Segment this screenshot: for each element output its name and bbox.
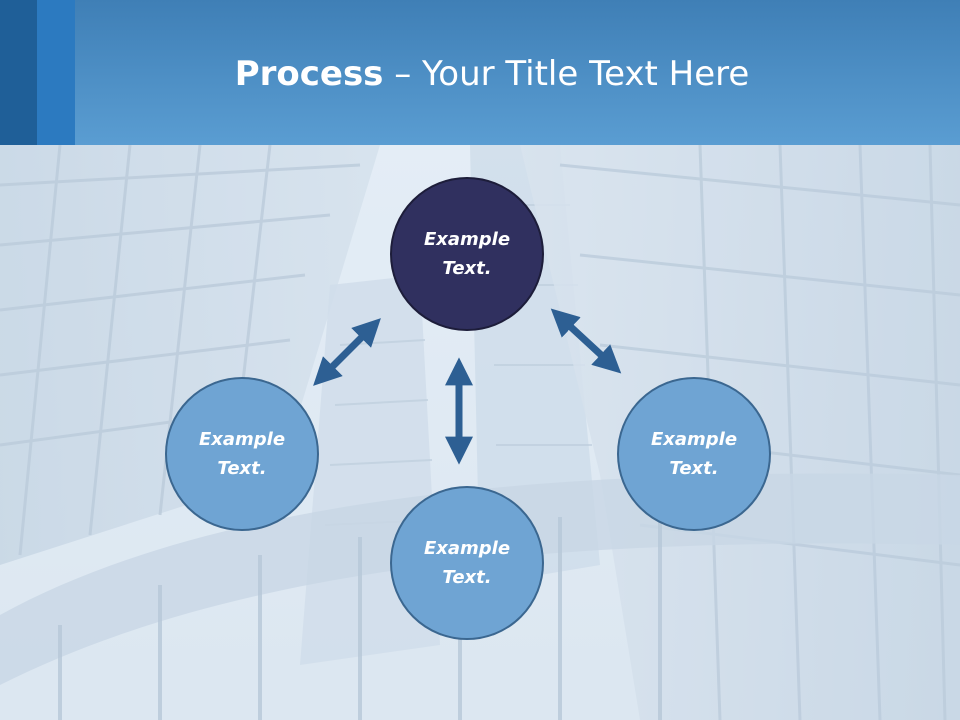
process-node-top[interactable]: Example Text. [390,177,544,331]
arrow-top-left [313,318,381,386]
node-label: Example Text. [650,429,738,479]
process-node-bottom[interactable]: Example Text. [390,486,544,640]
node-label: Example Text. [198,429,286,479]
process-node-right[interactable]: Example Text. [617,377,771,531]
arrow-top-right [550,308,622,374]
accent-stripe-dark [0,0,37,145]
process-node-left[interactable]: Example Text. [165,377,319,531]
accent-stripe-mid [37,0,75,145]
title-rest: – Your Title Text Here [383,54,750,94]
title-bar: Process – Your Title Text Here [0,0,960,145]
slide-title[interactable]: Process – Your Title Text Here [0,52,960,96]
title-bold: Process [234,54,384,94]
node-label: Example Text. [423,538,511,588]
node-label: Example Text. [423,229,511,279]
